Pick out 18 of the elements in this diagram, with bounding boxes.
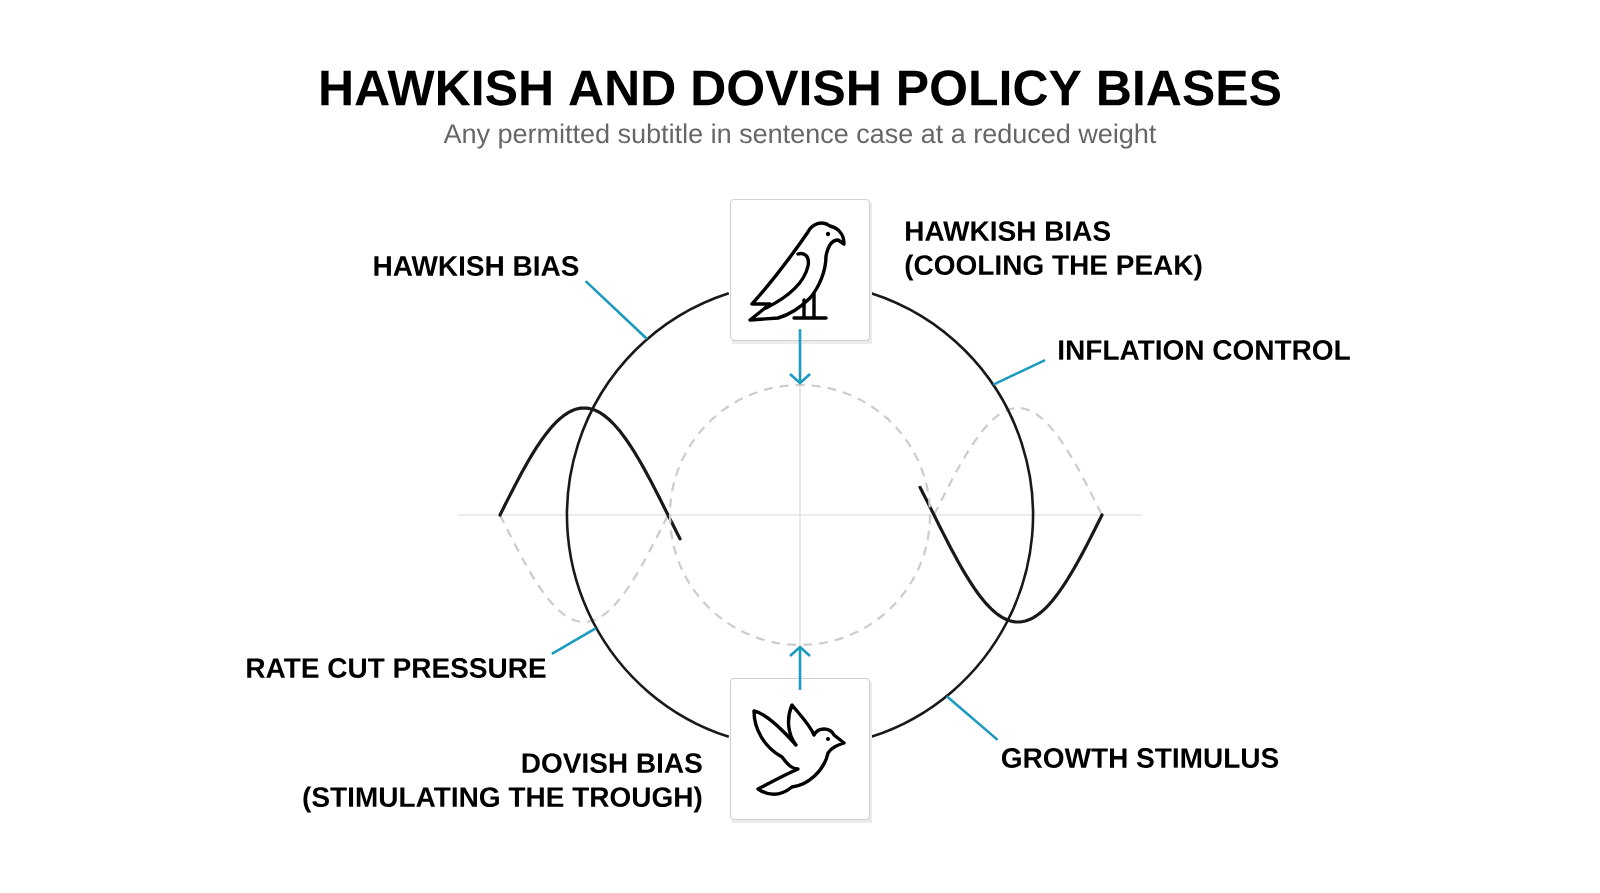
caption-text: HAWKISH BIAS (COOLING THE PEAK): [905, 221, 1202, 281]
caption-text: DOVISH BIAS (STIMULATING THE TROUGH): [303, 753, 702, 813]
icon-card: [729, 198, 872, 344]
label-text: INFLATION CONTROL: [1059, 340, 1350, 360]
arrow: [789, 645, 811, 690]
cycle-circle: [565, 291, 1035, 739]
icon-card: [729, 677, 872, 823]
cycle-circle: [668, 383, 932, 647]
leader-line: [551, 626, 597, 655]
subtitle: Any permitted subtitle in sentence case at a reduced weight: [443, 123, 1157, 149]
leader-line: [945, 695, 999, 741]
arrow: [789, 329, 811, 385]
leader-line: [584, 280, 648, 340]
leader-line: [992, 358, 1046, 386]
label-text: HAWKISH BIAS: [374, 256, 579, 276]
title: HAWKISH AND DOVISH POLICY BIASES: [321, 70, 1280, 106]
label-text: RATE CUT PRESSURE: [247, 658, 546, 678]
label-text: GROWTH STIMULUS: [1001, 748, 1279, 768]
